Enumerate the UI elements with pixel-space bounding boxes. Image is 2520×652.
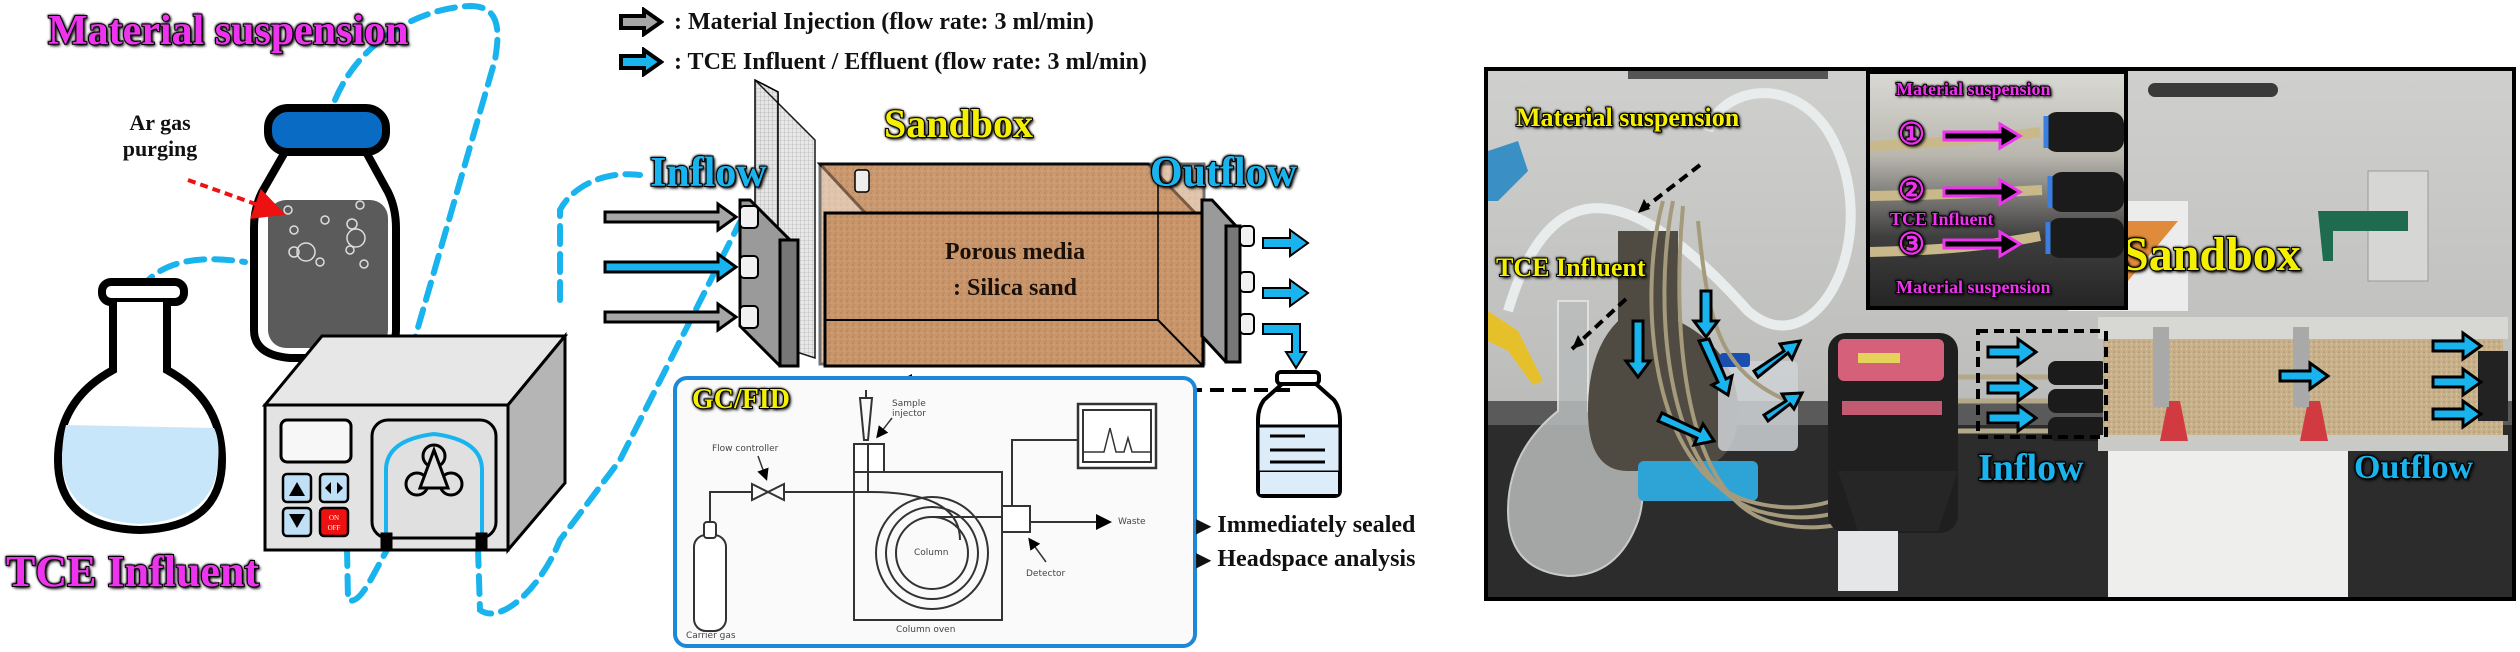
ar-gas-line1: Ar gas xyxy=(129,110,191,135)
pump-buttons xyxy=(281,472,350,538)
legend-item-material: : Material Injection (flow rate: 3 ml/mi… xyxy=(618,4,1147,40)
legend-label-tce: : TCE Influent / Effluent (flow rate: 3 … xyxy=(674,49,1147,75)
pump-on-label: ON xyxy=(329,514,339,522)
tube-pump-out-1 xyxy=(344,545,391,604)
ar-gas-line2: purging xyxy=(122,136,198,161)
pump-onoff-button xyxy=(318,506,350,538)
photo-outflow-label: Outflow xyxy=(2353,449,2474,486)
sample-injector-label: Sample injector xyxy=(892,400,926,419)
schematic-drawing: ON OFF xyxy=(53,2,1342,648)
gcfid-box xyxy=(673,376,1197,648)
porous-media-label: Porous media : Silica sand xyxy=(900,240,1130,300)
inset-port-2: ② xyxy=(1897,174,1926,207)
inset-port-3: ③ xyxy=(1897,228,1926,261)
outflow-arrow xyxy=(2431,366,2484,398)
blue-arrow-icon xyxy=(619,47,664,77)
lab-setup-photo: Material suspension TCE Influent Sandbox… xyxy=(1484,67,2516,601)
outflow-ports xyxy=(1239,225,1255,335)
photo-flow-arrows xyxy=(1623,289,2484,448)
outflow-arrow xyxy=(2431,330,2484,362)
suspension-tube xyxy=(1503,88,1856,331)
sandbox-arrow xyxy=(2278,360,2331,392)
legend-label-material: : Material Injection (flow rate: 3 ml/mi… xyxy=(674,9,1094,35)
legend: : Material Injection (flow rate: 3 ml/mi… xyxy=(618,4,1147,80)
tce-flask-icon xyxy=(53,278,227,535)
inset-top-label: Material suspension xyxy=(1895,79,2052,99)
outflow-title: Outflow xyxy=(1149,150,1298,196)
inflow-ports xyxy=(739,205,759,329)
inset-scene xyxy=(1870,112,2124,259)
down-arrow xyxy=(1696,337,1735,398)
suspension-bottle-icon xyxy=(250,104,400,362)
column-label: Column xyxy=(914,548,949,558)
outflow-arrows xyxy=(1262,228,1310,370)
photo-sandbox-label: Sandbox xyxy=(2121,228,2302,281)
tube-suspension-top xyxy=(332,2,501,393)
analysis-notes: ▶ Immediately sealed ▶ Headspace analysi… xyxy=(1196,508,1415,576)
inset-port-1: ① xyxy=(1897,118,1926,151)
gray-inflow-arrow xyxy=(603,201,739,233)
connector-inset-photo: Material suspension ① ② TCE Influent ③ M… xyxy=(1866,70,2128,310)
inflow-title: Inflow xyxy=(649,150,768,196)
gray-arrow-icon xyxy=(619,7,664,37)
note-item: ▶ Immediately sealed xyxy=(1196,508,1415,542)
tce-influent-title: TCE Influent xyxy=(5,547,260,596)
blue-inflow-arrow xyxy=(603,251,739,283)
ar-gas-label: Ar gas purging xyxy=(110,112,210,160)
right-arrow xyxy=(1655,411,1717,448)
porous-media-line1: Porous media xyxy=(944,239,1086,265)
carrier-gas-label: Carrier gas xyxy=(686,631,736,641)
flow-controller-label: Flow controller xyxy=(712,444,779,454)
sandbox-model xyxy=(738,78,1242,368)
gcfid-diagram xyxy=(693,390,1158,632)
up-arrow xyxy=(1751,339,1803,380)
sample-injector-line2: injector xyxy=(892,409,926,419)
legend-item-tce: : TCE Influent / Effluent (flow rate: 3 … xyxy=(618,44,1147,80)
note-item: ▶ Headspace analysis xyxy=(1196,542,1415,576)
photo-tce-influent-label: TCE Influent xyxy=(1495,253,1647,282)
triangle-bullet-icon: ▶ xyxy=(1196,548,1212,571)
gray-inflow-arrow xyxy=(603,301,739,333)
photo-peristaltic-pump xyxy=(1828,333,1958,591)
tube-pump-out-2 xyxy=(475,219,743,617)
sandbox-title: Sandbox xyxy=(883,101,1034,146)
inset-arrows xyxy=(1942,121,2023,259)
blue-outflow-arrow xyxy=(1262,228,1310,258)
down-arrow xyxy=(1623,319,1653,380)
column-oven-label: Column oven xyxy=(896,625,956,635)
gcfid-title: GC/FID xyxy=(691,384,791,415)
inflow-connector-box xyxy=(1976,329,2108,439)
inflow-arrow xyxy=(1986,336,2039,368)
pump-leftright-button xyxy=(318,472,350,504)
material-suspension-title: Material suspension xyxy=(47,8,410,54)
sample-vial-icon xyxy=(1256,370,1342,498)
photo-scene xyxy=(1488,71,2512,597)
porous-media-line2: : Silica sand xyxy=(952,275,1078,301)
triangle-bullet-icon: ▶ xyxy=(1196,514,1212,537)
blue-outflow-arrow xyxy=(1262,278,1310,308)
inflow-arrow xyxy=(1986,372,2039,404)
up-arrow xyxy=(1761,391,1805,424)
tube-pump-out-3 xyxy=(557,171,643,303)
waste-label: Waste xyxy=(1118,517,1146,527)
outflow-arrow xyxy=(2431,398,2484,430)
pump-off-label: OFF xyxy=(328,524,341,532)
inset-bottom-label: Material suspension xyxy=(1895,277,2052,297)
detector-label: Detector xyxy=(1026,569,1066,579)
inflow-arrow xyxy=(1986,402,2039,434)
inflow-arrows xyxy=(603,201,739,333)
ar-gas-arrow xyxy=(187,178,286,220)
inset-middle-label: TCE Influent xyxy=(1889,209,1995,229)
note-headspace-analysis: Headspace analysis xyxy=(1217,546,1416,572)
down-arrow xyxy=(1691,289,1721,340)
photo-inflow-label: Inflow xyxy=(1977,447,2085,489)
blue-outflow-arrow-down xyxy=(1262,323,1308,370)
sample-injector-line1: Sample xyxy=(892,399,926,409)
peristaltic-pump-icon xyxy=(261,331,569,555)
photo-material-suspension-label: Material suspension xyxy=(1515,103,1740,132)
note-immediately-sealed: Immediately sealed xyxy=(1217,512,1416,538)
